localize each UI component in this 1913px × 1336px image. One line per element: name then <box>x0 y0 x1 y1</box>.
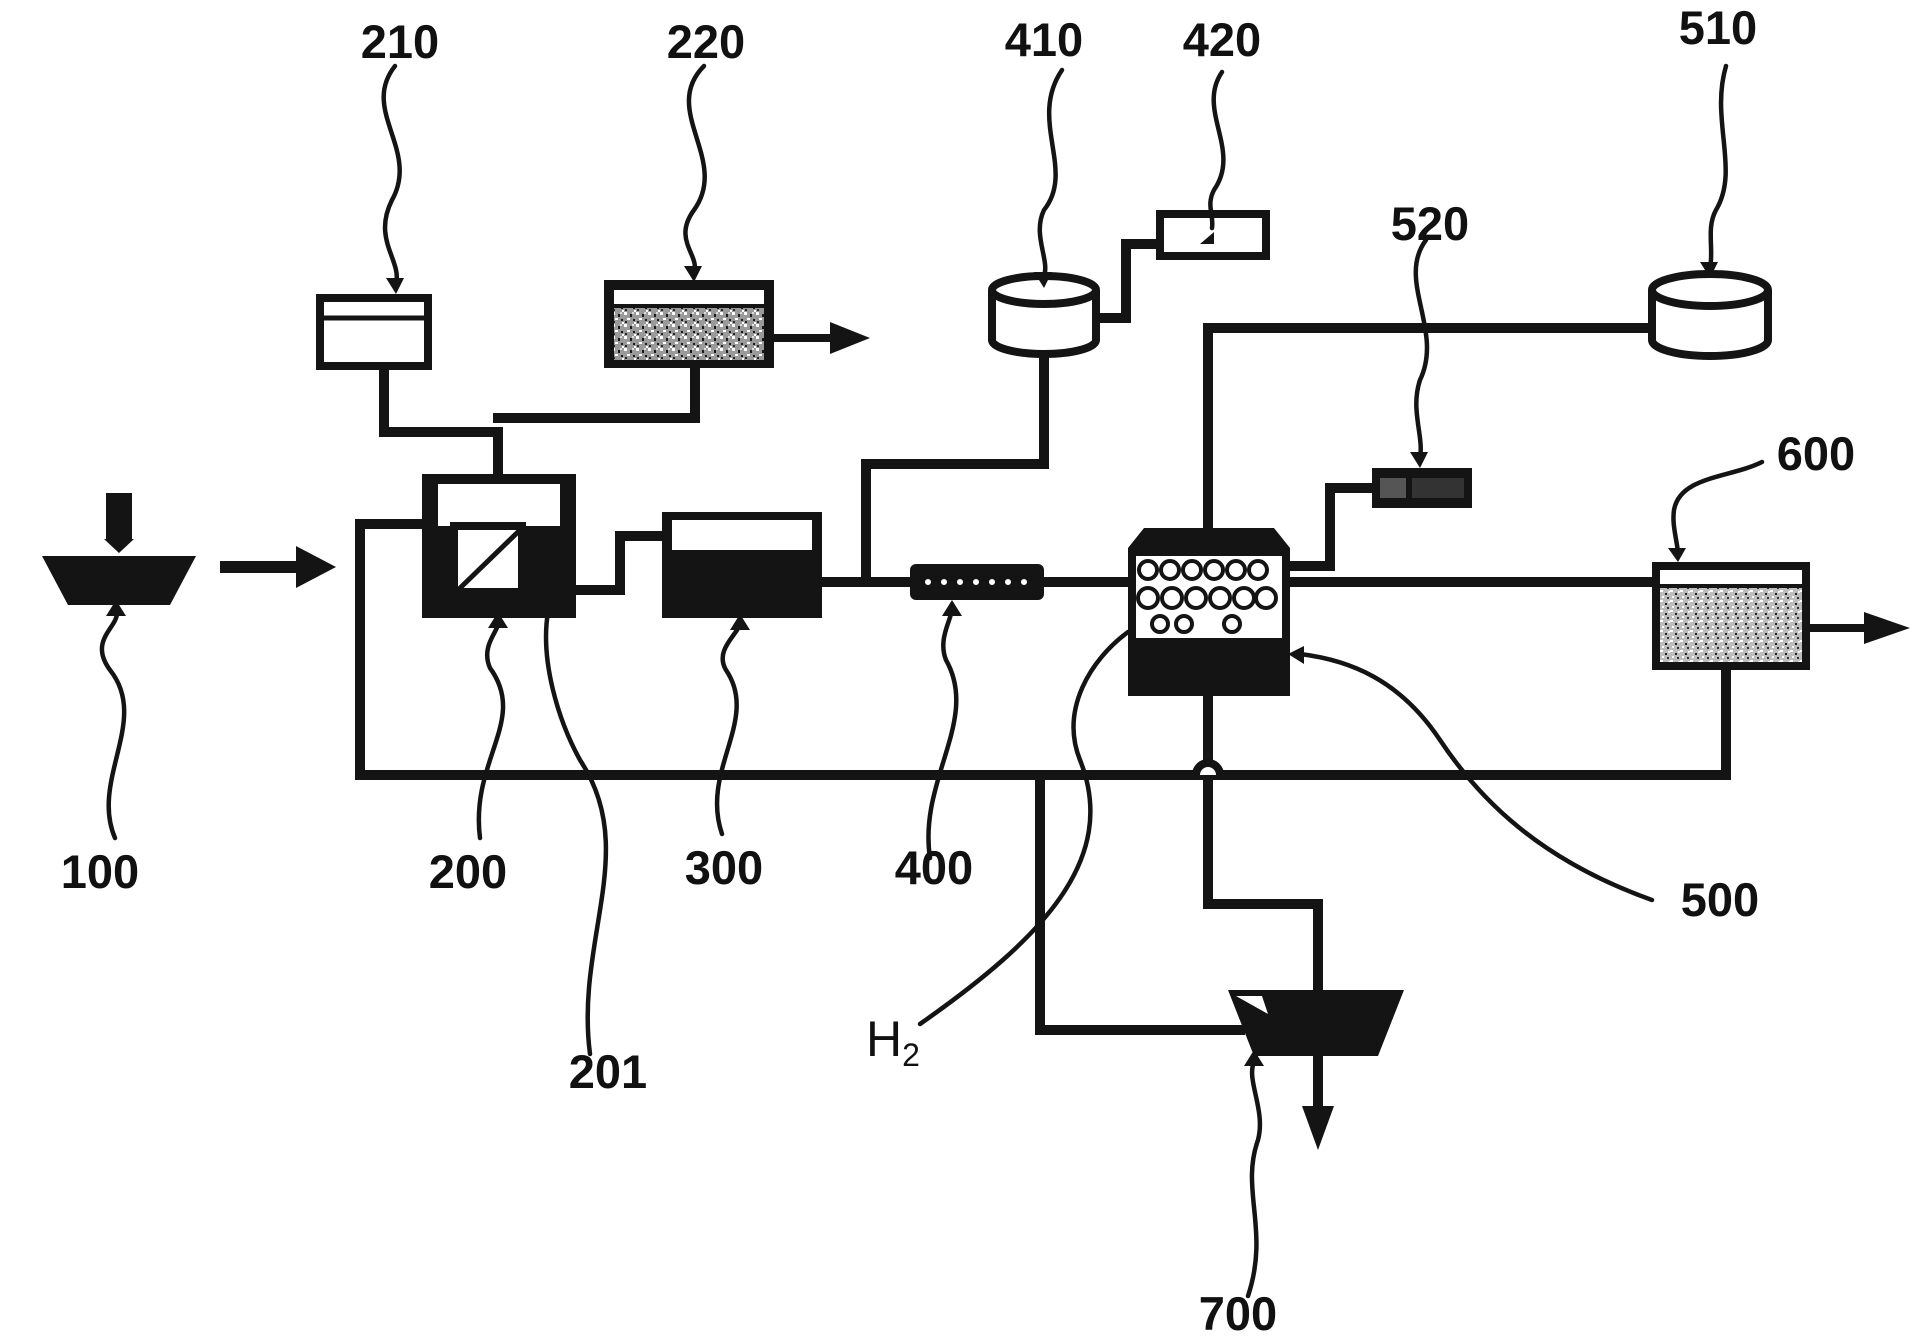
inline-unit-400 <box>910 564 1044 600</box>
leader-arrowheads <box>106 262 1718 1066</box>
inlet-funnel-100 <box>42 493 196 605</box>
flow-arrow-220-outlet <box>770 322 870 354</box>
flow-arrow-700-outlet <box>1302 1050 1334 1150</box>
label-100: 100 <box>61 845 139 898</box>
label-hydrogen-sub: 2 <box>902 1037 920 1073</box>
label-300: 300 <box>685 841 763 894</box>
pipe-crossover <box>1192 759 1224 776</box>
leader-lines <box>99 63 1765 1299</box>
label-hydrogen-main: H <box>866 1011 902 1067</box>
label-400: 400 <box>895 841 973 894</box>
box-520 <box>1372 468 1472 508</box>
label-hydrogen: H2 <box>866 1011 920 1073</box>
label-520: 520 <box>1391 197 1469 250</box>
unit-200 <box>422 474 576 618</box>
unit-300 <box>662 512 822 618</box>
label-220: 220 <box>667 15 745 68</box>
outlet-funnel-700 <box>1228 990 1404 1056</box>
label-500: 500 <box>1681 873 1759 926</box>
label-410: 410 <box>1005 13 1083 66</box>
label-420: 420 <box>1183 13 1261 66</box>
label-201: 201 <box>569 1045 647 1098</box>
label-600: 600 <box>1777 427 1855 480</box>
label-510: 510 <box>1679 1 1757 54</box>
reactor-500 <box>1128 528 1290 696</box>
label-200: 200 <box>429 845 507 898</box>
tank-220 <box>604 280 774 368</box>
label-210: 210 <box>361 15 439 68</box>
tank-510 <box>1648 270 1772 360</box>
pipe-network <box>355 239 1731 1035</box>
flow-arrow-inlet <box>220 546 336 588</box>
label-700: 700 <box>1199 1287 1277 1336</box>
box-210 <box>316 294 432 370</box>
flow-arrow-600-outlet <box>1810 612 1910 644</box>
tank-600 <box>1652 562 1810 670</box>
